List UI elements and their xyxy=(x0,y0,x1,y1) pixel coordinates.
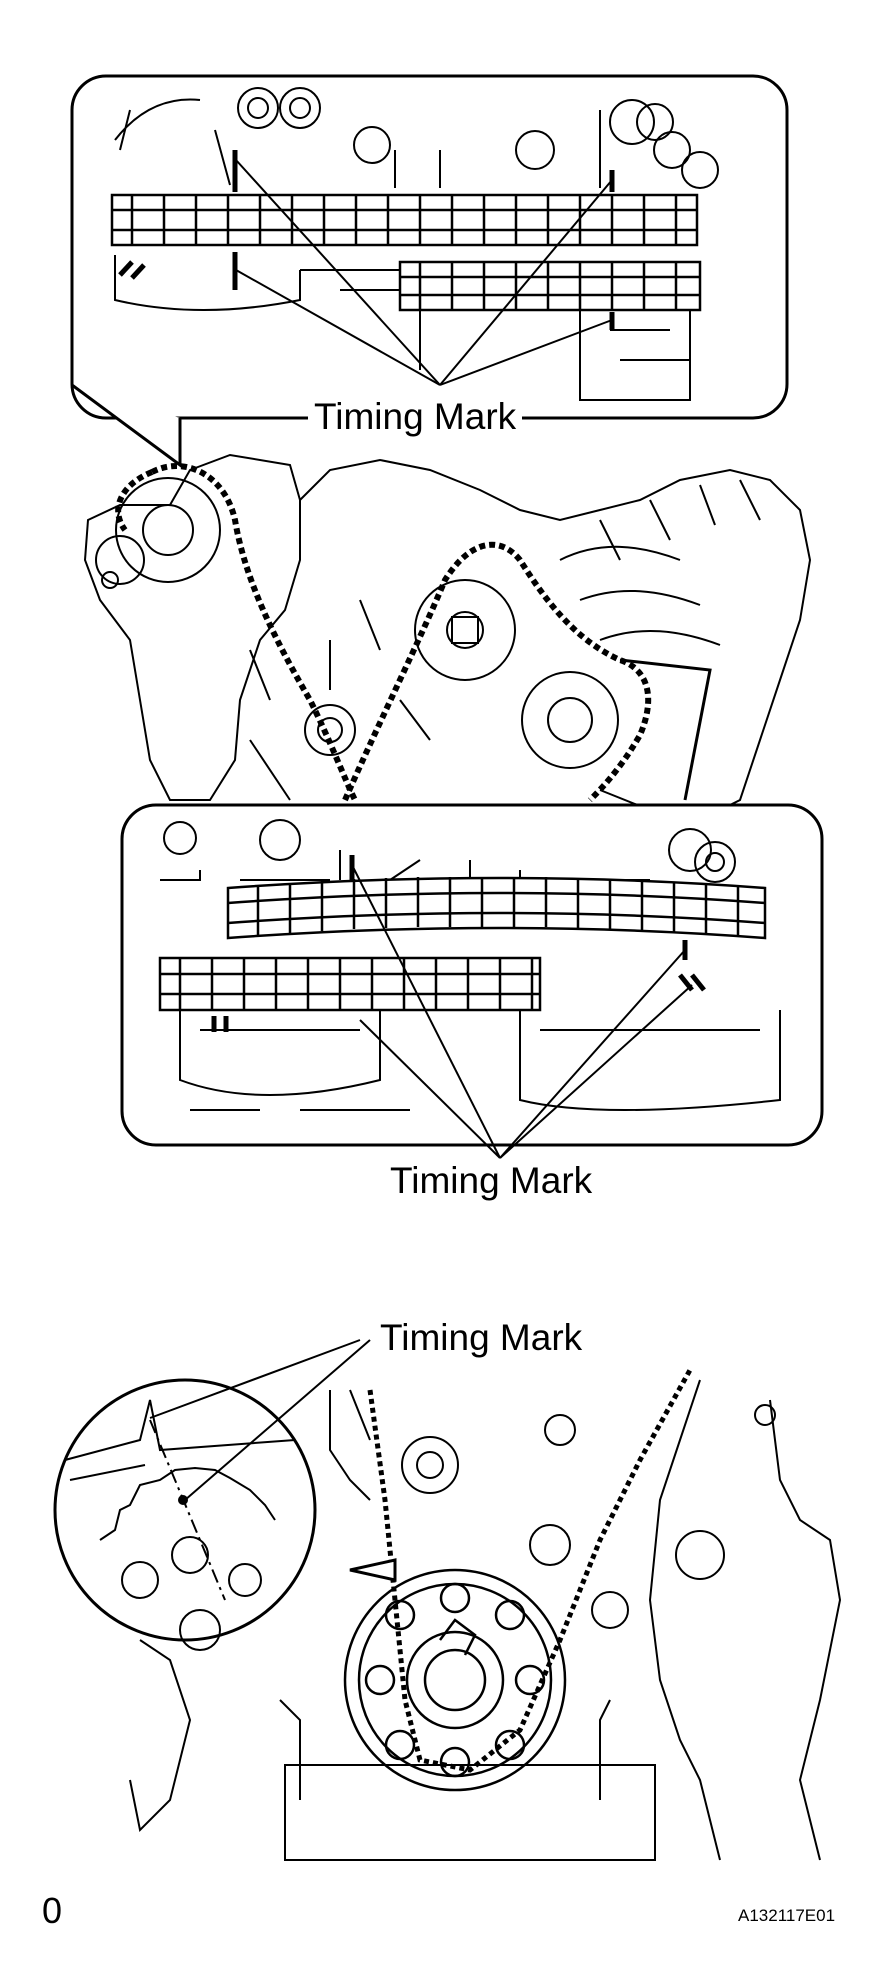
middle-lower-chain xyxy=(160,958,540,1010)
magnifier-detail xyxy=(65,1400,295,1650)
top-upper-chain xyxy=(112,195,697,245)
crank-chain xyxy=(370,1370,690,1770)
magnifier-frame xyxy=(55,1380,315,1640)
magnifier-pointer xyxy=(350,1560,395,1580)
top-lower-chain xyxy=(400,262,700,310)
corner-mark: 0 xyxy=(42,1890,63,1931)
top-callout-pointer xyxy=(72,385,180,465)
middle-upper-chain xyxy=(228,877,765,938)
middle-callout-pointer xyxy=(620,660,710,800)
crank-sprocket xyxy=(345,1570,565,1790)
timing-mark-label-middle: Timing Mark xyxy=(384,1162,599,1199)
middle-leader-lines xyxy=(352,865,692,1158)
engine-front-view xyxy=(85,455,810,820)
timing-mark-label-top: Timing Mark xyxy=(308,398,523,435)
timing-mark-label-bottom: Timing Mark xyxy=(374,1319,589,1356)
right-timing-chain xyxy=(345,545,648,800)
bottom-leader-lines xyxy=(150,1340,370,1500)
top-leader-lines xyxy=(236,160,612,385)
figure-code: A132117E01 xyxy=(738,1906,836,1925)
bottom-magnifier-callout xyxy=(55,1380,395,1640)
top-callout-frame xyxy=(72,76,787,418)
middle-detail-engine-lines xyxy=(160,820,780,1110)
left-timing-chain xyxy=(118,466,355,800)
crankshaft-front-view xyxy=(130,1380,840,1860)
